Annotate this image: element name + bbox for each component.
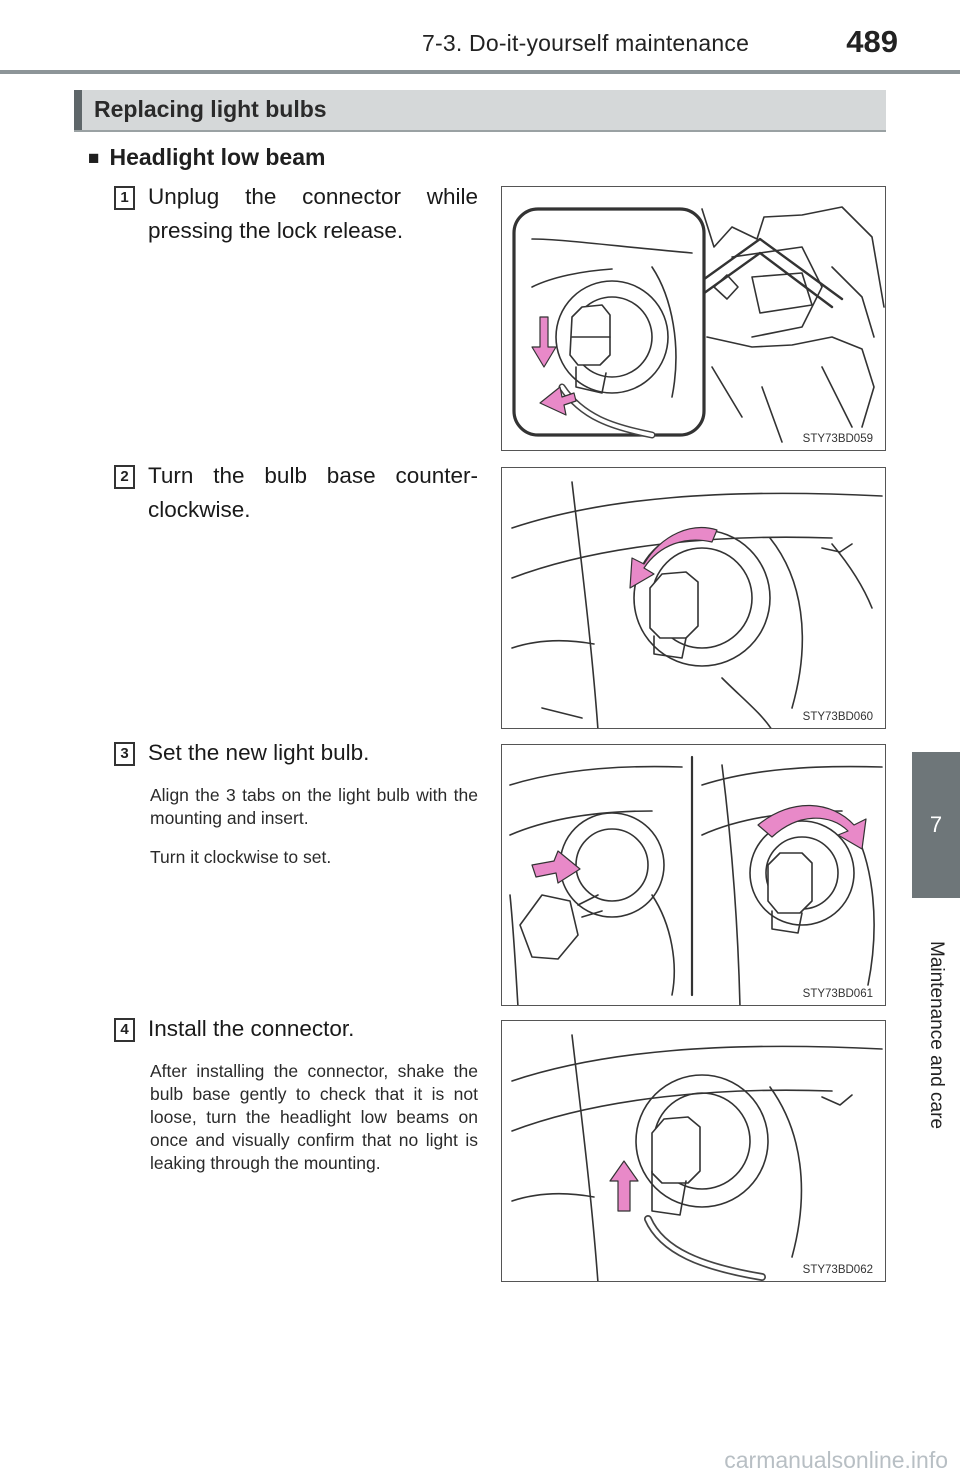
watermark: carmanualsonline.info bbox=[724, 1447, 948, 1473]
figure-step-3: STY73BD061 bbox=[501, 744, 886, 1006]
step-3-note-2: Turn it clockwise to set. bbox=[150, 847, 332, 867]
subheading-text: Headlight low beam bbox=[109, 144, 326, 170]
step-number-4: 4 bbox=[114, 1018, 135, 1042]
chapter-tab[interactable]: 7 bbox=[912, 752, 960, 898]
chapter-title-vertical: Maintenance and care bbox=[912, 910, 960, 1160]
step-number-2: 2 bbox=[114, 465, 135, 489]
square-bullet-icon: ■ bbox=[88, 148, 100, 169]
step-2-text: Turn the bulb base counter-clockwise. bbox=[148, 463, 478, 522]
page-number: 489 bbox=[846, 24, 898, 59]
figure-code: STY73BD061 bbox=[800, 988, 875, 1000]
figure-step-4: STY73BD062 bbox=[501, 1020, 886, 1282]
figure-code: STY73BD059 bbox=[800, 433, 875, 445]
step-number-3: 3 bbox=[114, 742, 135, 766]
section-title: Replacing light bulbs bbox=[94, 96, 327, 122]
chapter-title: Maintenance and care bbox=[926, 940, 947, 1129]
section-bar-accent bbox=[74, 90, 82, 130]
step-3-note-1: Align the 3 tabs on the light bulb with … bbox=[150, 785, 478, 828]
step-3-text: Set the new light bulb. bbox=[148, 740, 370, 765]
subheading: ■ Headlight low beam bbox=[88, 144, 325, 171]
step-4-text: Install the connector. bbox=[148, 1016, 355, 1041]
figure-code: STY73BD060 bbox=[800, 711, 875, 723]
running-header-section: 7-3. Do-it-yourself maintenance bbox=[422, 30, 750, 56]
step-4-note-1: After installing the connector, shake th… bbox=[150, 1061, 478, 1173]
chapter-number: 7 bbox=[929, 812, 943, 837]
figure-step-2: STY73BD060 bbox=[501, 467, 886, 729]
section-title-bar: Replacing light bulbs bbox=[74, 90, 886, 132]
figure-step-1: STY73BD059 bbox=[501, 186, 886, 451]
figure-code: STY73BD062 bbox=[800, 1264, 875, 1276]
header-rule bbox=[0, 70, 960, 74]
step-1-text: Unplug the connector while pressing the … bbox=[148, 184, 478, 243]
step-number-1: 1 bbox=[114, 186, 135, 210]
